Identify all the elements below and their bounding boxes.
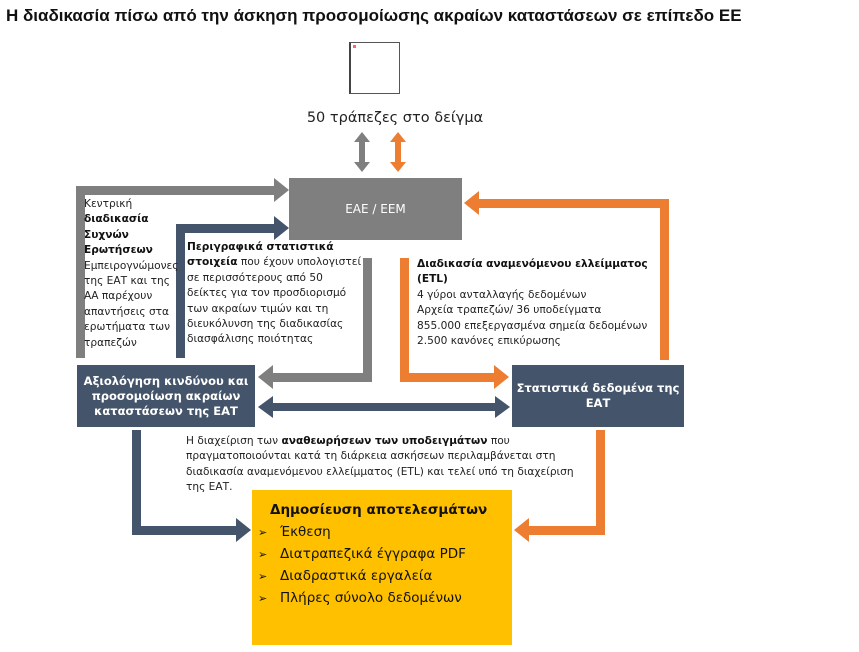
broken-image-placeholder bbox=[349, 42, 400, 94]
publication-title: Δημοσίευση αποτελεσμάτων bbox=[270, 502, 488, 518]
item-label: Διατραπεζικά έγγραφα PDF bbox=[280, 546, 466, 562]
item-label: Έκθεση bbox=[280, 524, 331, 540]
orange-double-arrow bbox=[390, 132, 406, 172]
eae-to-stats-arrow bbox=[400, 258, 509, 389]
etl-line: 4 γύροι ανταλλαγής δεδομένων bbox=[417, 288, 587, 301]
etl-line: Αρχεία τραπεζών/ 36 υποδείγματα bbox=[417, 304, 602, 317]
etl-process-text: Διαδικασία αναμενόμενου ελλείμματος (ETL… bbox=[417, 257, 677, 349]
faq-text: Κεντρική bbox=[84, 198, 133, 210]
faq-arrow bbox=[76, 178, 289, 358]
rev-text: Η διαχείριση των bbox=[186, 435, 282, 447]
risk-assessment-box: Αξιολόγηση κινδύνου και προσομοίωση ακρα… bbox=[77, 365, 255, 427]
stats-to-eae-arrow bbox=[464, 191, 669, 360]
rev-text: που πραγματοποιούνται κατά τη διάρκεια α… bbox=[186, 435, 574, 494]
publication-box: Δημοσίευση αποτελεσμάτων ➢ Έκθεση ➢ Διατρα… bbox=[252, 490, 512, 645]
revisions-text: Η διαχείριση των αναθεωρήσεων των υποδει… bbox=[186, 434, 596, 496]
risk-to-publication-arrow bbox=[132, 430, 251, 542]
etl-line: 2.500 κανόνες επικύρωσης bbox=[417, 335, 561, 348]
diagram-title: Η διαδικασία πίσω από την άσκηση προσομο… bbox=[6, 6, 742, 25]
sample-label: 50 τράπεζες στο δείγμα bbox=[306, 110, 484, 126]
publication-item: ➢ Πλήρες σύνολο δεδομένων bbox=[258, 590, 462, 606]
gray-double-arrow bbox=[354, 132, 370, 172]
faq-text: Εμπειρογνώμονες της ΕΑΤ και της ΑΑ παρέχ… bbox=[84, 259, 179, 349]
arrow-bullet-icon: ➢ bbox=[258, 548, 268, 561]
eae-eem-box: ΕΑΕ / ΕΕΜ bbox=[289, 178, 462, 240]
item-label: Πλήρες σύνολο δεδομένων bbox=[280, 590, 462, 606]
statistics-box: Στατιστικά δεδομένα της ΕΑΤ bbox=[512, 365, 684, 427]
rev-heading: αναθεωρήσεων των υποδειγμάτων bbox=[281, 435, 488, 447]
publication-item: ➢ Διατραπεζικά έγγραφα PDF bbox=[258, 546, 466, 562]
arrow-bullet-icon: ➢ bbox=[258, 526, 268, 539]
publication-item: ➢ Διαδραστικά εργαλεία bbox=[258, 568, 432, 584]
eae-to-risk-arrow bbox=[258, 258, 372, 389]
stats-to-publication-arrow bbox=[514, 430, 605, 542]
arrow-bullet-icon: ➢ bbox=[258, 570, 268, 583]
broken-image-icon bbox=[353, 45, 356, 48]
desc-heading: Περιγραφικά στατιστικά στοιχεία bbox=[187, 241, 334, 269]
item-label: Διαδραστικά εργαλεία bbox=[280, 568, 433, 584]
etl-title: Διαδικασία αναμενόμενου ελλείμματος (ETL… bbox=[417, 258, 648, 286]
descriptive-stats-arrow bbox=[176, 216, 289, 358]
faq-process-text: Κεντρική διαδικασία Συχνών Ερωτήσεων Εμπ… bbox=[84, 197, 179, 351]
etl-line: 855.000 επεξεργασμένα σημεία δεδομένων bbox=[417, 319, 648, 332]
arrow-bullet-icon: ➢ bbox=[258, 592, 268, 605]
publication-item: ➢ Έκθεση bbox=[258, 524, 331, 540]
faq-heading: διαδικασία Συχνών Ερωτήσεων bbox=[84, 213, 153, 257]
descriptive-stats-text: Περιγραφικά στατιστικά στοιχεία που έχου… bbox=[187, 240, 365, 348]
desc-text: που έχουν υπολογιστεί σε περισσότερους α… bbox=[187, 256, 362, 346]
risk-stats-double-arrow bbox=[258, 396, 510, 418]
